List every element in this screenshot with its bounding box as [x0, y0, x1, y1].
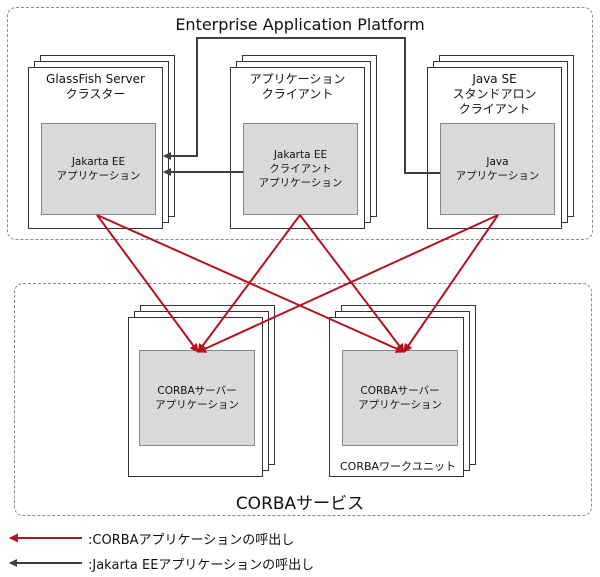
appclient-to-corba1-call: [197, 214, 301, 353]
appclient-app-box: Jakarta EE クライアント アプリケーション: [243, 123, 358, 215]
legend-jakarta-label: :Jakarta EEアプリケーションの呼出し: [88, 558, 315, 573]
appclient-header: アプリケーション クライアント: [249, 72, 346, 101]
appclient-to-corba2-call: [299, 214, 405, 353]
cluster-to-corba2-call: [96, 214, 405, 353]
corba-server1-app-box: CORBAサーバー アプリケーション: [139, 350, 255, 446]
cluster-header: GlassFish Server クラスター: [46, 72, 145, 101]
cluster-to-corba1-call: [96, 214, 199, 353]
corba-region: [14, 283, 592, 516]
corba-workunit-caption: CORBAワークユニット: [340, 460, 457, 473]
platform-region: [7, 7, 593, 240]
platform-title: Enterprise Application Platform: [175, 15, 425, 34]
javase-to-corba1-call: [197, 214, 499, 353]
legend-corba-label: :CORBAアプリケーションの呼出し: [88, 533, 295, 548]
javase-header: Java SE スタンドアロン クライアント: [452, 72, 537, 116]
javase-app-box: Java アプリケーション: [440, 123, 555, 215]
corba-title: CORBAサービス: [235, 494, 365, 514]
java-to-cluster-call: [163, 37, 440, 174]
cluster-app-box: Jakarta EE アプリケーション: [41, 123, 156, 215]
javase-to-corba2-call: [403, 214, 499, 353]
